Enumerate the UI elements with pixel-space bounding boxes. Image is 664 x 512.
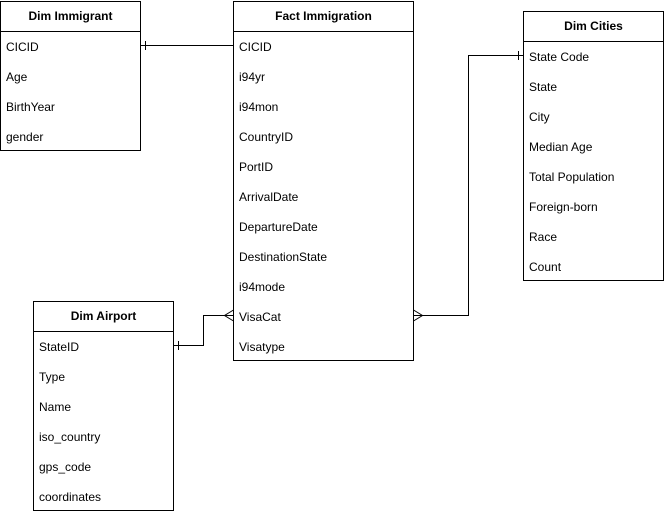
field-row: BirthYear [6, 100, 55, 114]
field-row: Race [529, 230, 558, 244]
field-row: ArrivalDate [239, 190, 299, 204]
field-row: Total Population [529, 170, 615, 184]
entity-title: Fact Immigration [234, 2, 413, 32]
field-row: gps_code [39, 460, 92, 474]
entity-fact-immigration[interactable]: Fact Immigration CICID i94yr i94mon Coun… [233, 1, 414, 361]
entity-title: Dim Airport [34, 302, 173, 332]
field-row: coordinates [39, 490, 102, 504]
field-row: i94mon [239, 100, 279, 114]
entity-dim-airport[interactable]: Dim Airport StateID Type Name iso_countr… [33, 301, 174, 511]
field-row: Count [529, 260, 562, 274]
field-row: gender [6, 130, 44, 144]
field-row: DepartureDate [239, 220, 318, 234]
entity-dim-immigrant[interactable]: Dim Immigrant CICID Age BirthYear gender [0, 1, 141, 151]
field-row: iso_country [39, 430, 101, 444]
entity-dim-cities[interactable]: Dim Cities State Code State City Median … [523, 11, 664, 281]
field-row: Visatype [239, 340, 285, 354]
field-row: StateID [39, 340, 80, 354]
field-row: CICID [6, 40, 39, 54]
field-row: City [529, 110, 550, 124]
connector-fact-cities [413, 51, 524, 322]
field-row: VisaCat [239, 310, 281, 324]
field-row: State [529, 80, 558, 94]
connector-immigrant-fact [140, 41, 234, 50]
field-row: Age [6, 70, 28, 84]
field-row: Type [39, 370, 66, 384]
field-row: i94mode [239, 280, 286, 294]
connector-airport-fact [173, 309, 234, 350]
entity-title: Dim Immigrant [1, 2, 140, 32]
field-row: DestinationState [239, 250, 328, 264]
field-row: PortID [239, 160, 274, 174]
field-row: CountryID [239, 130, 294, 144]
field-row: Foreign-born [529, 200, 598, 214]
field-row: State Code [529, 50, 590, 64]
entity-title: Dim Cities [524, 12, 663, 42]
field-row: CICID [239, 40, 272, 54]
field-row: i94yr [239, 70, 266, 84]
field-row: Name [39, 400, 72, 414]
field-row: Median Age [529, 140, 593, 154]
